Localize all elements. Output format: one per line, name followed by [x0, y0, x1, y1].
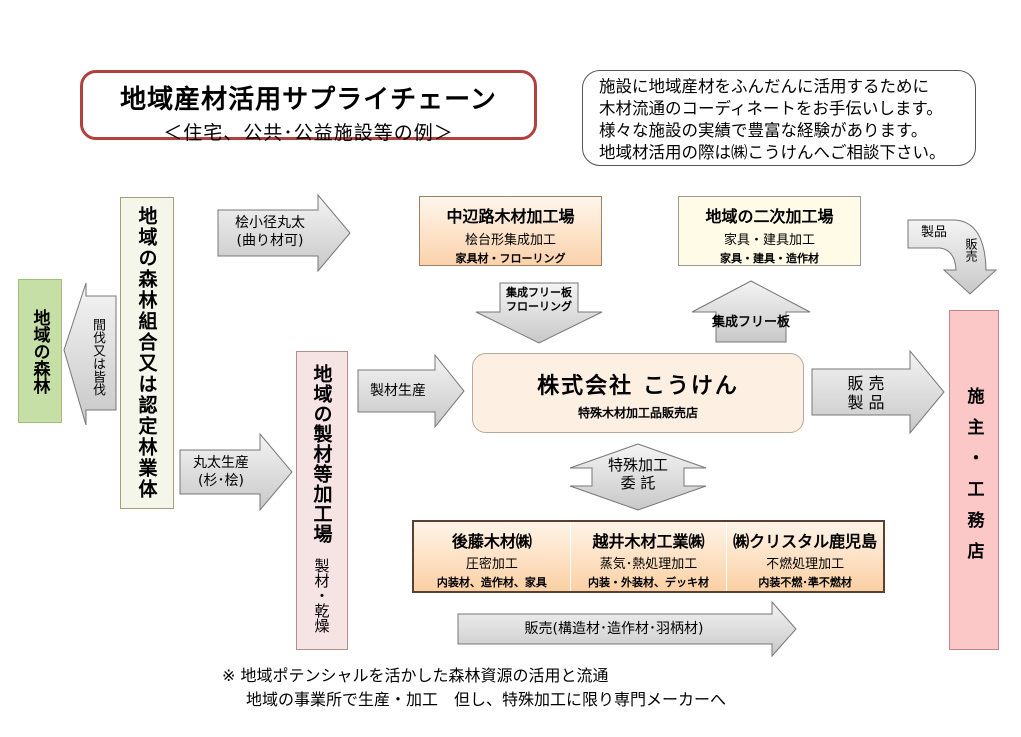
secondary-process: 家具・建具加工	[723, 233, 815, 248]
forest-box: 地域の森林	[18, 279, 62, 423]
bottom-sales-arrow	[457, 600, 797, 658]
contractor-products: 内装・外装材、デッキ材	[588, 576, 709, 589]
thinning-arrow	[63, 282, 117, 426]
laminated-down-label-2: フローリング	[506, 300, 572, 313]
contractor-products: 内装材、造作材、家具	[436, 576, 547, 589]
sawing-label: 製材生産	[370, 383, 426, 399]
contractor-koshii: 越井木材工業㈱ 蒸気･熱処理加工 内装・外装材、デッキ材	[571, 522, 728, 591]
contractor-name: ㈱クリスタル鹿児島	[733, 532, 878, 551]
nakahechi-process: 桧台形集成加工	[464, 233, 556, 248]
footnote: ※ 地域ポテンシャルを活かした森林資源の活用と流通 地域の事業所で生産・加工 但…	[222, 664, 726, 712]
logs-curved-arrow	[217, 193, 351, 273]
secondary-name: 地域の二次加工場	[705, 207, 834, 226]
logs-curved-label: 桧小径丸太 (曲り材可)	[222, 214, 318, 250]
laminated-down-label: 集成フリー板 フローリング	[500, 286, 578, 314]
note-box: 施設に地域産材をふんだんに活用するために 木材流通のコーディネートをお手伝いしま…	[582, 70, 976, 166]
sales-products-label-1: 販 売	[847, 374, 885, 393]
note-line: 様々な施設の実績で豊富な経験があります。	[599, 121, 928, 140]
secondary-box: 地域の二次加工場 家具・建具加工 家具・建具・造作材	[678, 196, 861, 266]
kouken-box: 株式会社 こうけん 特殊木材加工品販売店	[472, 353, 804, 433]
mill-name: 地域の製材等加工場	[310, 364, 333, 544]
note-line: 地域材活用の際は㈱こうけんへご相談下さい。	[599, 143, 946, 162]
products-sales-curved-arrow	[907, 219, 998, 295]
nakahechi-box: 中辺路木材加工場 桧台形集成加工 家具材・フローリング	[419, 196, 602, 266]
nakahechi-name: 中辺路木材加工場	[446, 207, 575, 226]
sales-products-label: 販 売 製 品	[826, 374, 906, 412]
laminated-up-arrow	[691, 280, 811, 343]
cooperative-box: 地域の森林組合又は認定林業体	[120, 197, 174, 509]
logs-curved-label-1: 桧小径丸太	[235, 215, 305, 231]
special-label-1: 特殊加工	[607, 456, 668, 474]
title-box: 地域産材活用サプライチェーン ＜住宅、公共･公益施設等の例＞	[80, 70, 537, 144]
kouken-desc: 特殊木材加工品販売店	[577, 406, 698, 420]
kouken-name: 株式会社 こうけん	[537, 374, 739, 399]
logs-curved-label-2: (曲り材可)	[236, 233, 304, 249]
special-label-2: 委 託	[620, 474, 656, 492]
log-production-label: 丸太生産 (杉･桧)	[182, 454, 260, 490]
bottom-sales-label: 販売(構造材･造作材･羽柄材)	[524, 621, 704, 637]
mill-box: 地域の製材等加工場 製材・乾燥	[296, 351, 348, 650]
contractor-name: 越井木材工業㈱	[592, 532, 705, 551]
footnote-line-2: 地域の事業所で生産・加工 但し、特殊加工に限り専門メーカーへ	[246, 690, 727, 709]
secondary-products: 家具・建具・造作材	[720, 252, 819, 265]
contractors-box: 後藤木材㈱ 圧密加工 内装材、造作材、家具 越井木材工業㈱ 蒸気･熱処理加工 内…	[412, 520, 885, 593]
mill-process: 製材・乾燥	[312, 558, 331, 633]
log-production-arrow	[179, 432, 293, 512]
contractor-process: 不燃処理加工	[766, 557, 845, 572]
nakahechi-products: 家具材・フローリング	[455, 252, 566, 265]
footnote-line-1: ※ 地域ポテンシャルを活かした森林資源の活用と流通	[222, 666, 609, 685]
log-production-label-2: (杉･桧)	[198, 473, 244, 489]
note-line: 木材流通のコーディネートをお手伝いします。	[599, 99, 943, 118]
products-sales-top-label: 製品	[920, 225, 947, 240]
client-box: 施主・工務店	[949, 310, 999, 650]
contractor-name: 後藤木材㈱	[451, 532, 532, 551]
thinning-label: 間伐又は皆伐	[90, 318, 105, 396]
products-sales-side-label: 販売	[964, 238, 978, 262]
laminated-up-label: 集成フリー板	[711, 315, 790, 330]
contractor-process: 蒸気･熱処理加工	[599, 557, 698, 572]
diagram-title: 地域産材活用サプライチェーン	[120, 85, 497, 115]
note-line: 施設に地域産材をふんだんに活用するために	[599, 77, 929, 96]
contractor-process: 圧密加工	[465, 557, 518, 572]
log-production-label-1: 丸太生産	[193, 455, 249, 471]
diagram-subtitle: ＜住宅、公共･公益施設等の例＞	[163, 122, 454, 144]
contractor-goto: 後藤木材㈱ 圧密加工 内装材、造作材、家具	[414, 522, 571, 591]
contractor-products: 内装不燃･準不燃材	[758, 576, 852, 589]
laminated-down-arrow	[475, 282, 603, 344]
sales-products-arrow	[811, 349, 945, 435]
special-arrow	[569, 443, 707, 511]
laminated-down-label-1: 集成フリー板	[506, 286, 572, 299]
sales-products-label-2: 製 品	[847, 393, 885, 412]
contractor-crystal: ㈱クリスタル鹿児島 不燃処理加工 内装不燃･準不燃材	[727, 522, 883, 591]
special-label: 特殊加工 委 託	[596, 456, 680, 492]
sawing-arrow	[357, 353, 465, 429]
